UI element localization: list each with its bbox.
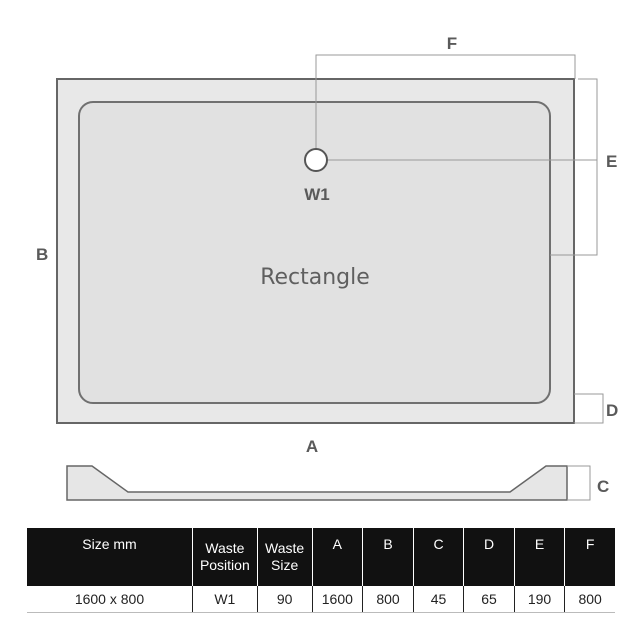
- shower-tray-diagram: F E D W1 B A Rectangle C: [36, 34, 618, 501]
- cell-waste-position: W1: [192, 586, 258, 613]
- dimension-d-bracket: [574, 393, 604, 424]
- waste-label: W1: [304, 185, 330, 204]
- header-waste-position-line1: Waste: [205, 540, 245, 556]
- tray-inner-area: [78, 101, 551, 404]
- dimension-c-bracket: [567, 465, 591, 501]
- header-waste-position-line2: Position: [199, 557, 250, 573]
- header-waste-size-line1: Waste: [265, 540, 305, 556]
- shape-name-label: Rectangle: [260, 265, 370, 290]
- waste-hole: [304, 148, 328, 172]
- cell-c: 45: [413, 586, 465, 613]
- dimension-e-bracket: [550, 78, 598, 256]
- dimension-a-label: A: [306, 437, 318, 456]
- header-e: E: [514, 528, 566, 586]
- dimension-e-label: E: [606, 152, 617, 171]
- header-d: D: [463, 528, 515, 586]
- header-f: F: [564, 528, 615, 586]
- cell-f: 800: [564, 586, 615, 613]
- dimension-d-label: D: [606, 401, 618, 420]
- cell-d: 65: [463, 586, 515, 613]
- header-b: B: [362, 528, 414, 586]
- cell-a: 1600: [312, 586, 364, 613]
- cell-b: 800: [362, 586, 414, 613]
- cell-waste-size: 90: [257, 586, 313, 613]
- tray-side-profile: [66, 465, 568, 501]
- cell-e: 190: [514, 586, 566, 613]
- cell-size: 1600 x 800: [27, 586, 193, 613]
- header-a: A: [312, 528, 364, 586]
- header-size: Size mm: [27, 528, 193, 586]
- header-waste-size-line2: Size: [271, 557, 299, 573]
- table-row: 1600 x 800 W1 90 1600 800 45 65 190 800: [27, 586, 615, 613]
- dimension-f-bracket: [315, 54, 576, 152]
- dimension-c-label: C: [597, 477, 609, 496]
- dimension-b-label: B: [36, 245, 48, 264]
- header-c: C: [413, 528, 465, 586]
- dimension-f-label: F: [447, 34, 457, 53]
